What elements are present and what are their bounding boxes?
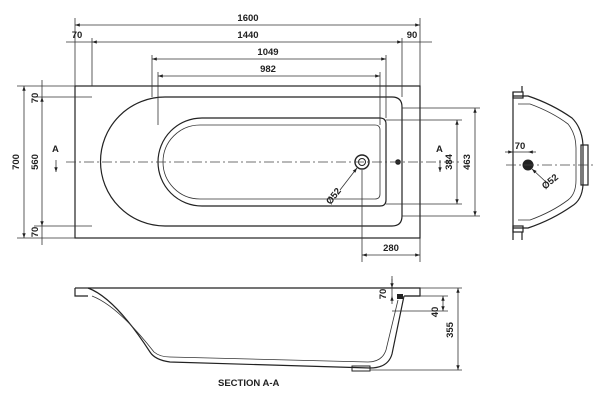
plan-bowl-outline bbox=[157, 117, 387, 207]
plan-right-dimensions: 384 463 bbox=[386, 107, 480, 217]
dim-rim-bottom: 70 bbox=[30, 227, 41, 238]
section-overflow-icon bbox=[397, 294, 403, 299]
section-marker-right: A bbox=[436, 144, 443, 155]
plan-left-dimensions: 700 560 70 70 bbox=[11, 80, 92, 245]
dim-right-rim: 90 bbox=[407, 30, 418, 41]
dim-bowl-length: 1049 bbox=[257, 47, 278, 58]
end-view-waste-leader bbox=[531, 168, 547, 183]
dim-bowl-width: 384 bbox=[444, 153, 455, 170]
dim-waste-offset: 280 bbox=[383, 243, 399, 254]
section-dim-depth: 355 bbox=[445, 321, 456, 338]
plan-top-dimensions: 1600 1440 70 90 1049 982 bbox=[66, 13, 432, 125]
plan-view: A A bbox=[52, 85, 460, 239]
dim-rim-top: 70 bbox=[30, 93, 41, 104]
dim-inner-length: 1440 bbox=[237, 30, 258, 41]
dim-inner-width: 560 bbox=[30, 154, 41, 170]
plan-waste-dimensions: 280 Ø52 bbox=[324, 167, 421, 262]
section-dim-rim: 70 bbox=[378, 289, 389, 300]
plan-bowl-floor bbox=[162, 124, 381, 200]
section-marker-left: A bbox=[52, 144, 59, 155]
waste-leader-line bbox=[339, 167, 358, 191]
section-rim bbox=[74, 287, 421, 297]
dim-overall-width: 700 bbox=[11, 154, 22, 170]
section-inner-shell bbox=[91, 295, 399, 363]
dim-left-rim: 70 bbox=[72, 30, 83, 41]
section-title: SECTION A-A bbox=[218, 378, 280, 389]
end-view-rim-top bbox=[512, 91, 524, 99]
dim-overall-length: 1600 bbox=[237, 13, 258, 24]
end-view-dim-rim: 70 bbox=[515, 141, 526, 152]
dim-bowl-outer-width: 463 bbox=[462, 154, 473, 170]
section-dim-step: 40 bbox=[430, 307, 441, 318]
dim-bowl-floor-length: 982 bbox=[260, 64, 276, 75]
end-view-rim-bottom bbox=[512, 225, 524, 233]
end-view-inner bbox=[518, 103, 577, 221]
end-view-dim-waste-diameter: Ø52 bbox=[540, 172, 561, 192]
section-view: 70 40 355 SECTION A-A bbox=[74, 276, 462, 389]
end-view: 70 Ø52 bbox=[505, 86, 594, 240]
section-waste-icon bbox=[351, 365, 371, 372]
plan-inner-rim bbox=[99, 96, 403, 227]
section-outer-shell bbox=[87, 287, 405, 369]
